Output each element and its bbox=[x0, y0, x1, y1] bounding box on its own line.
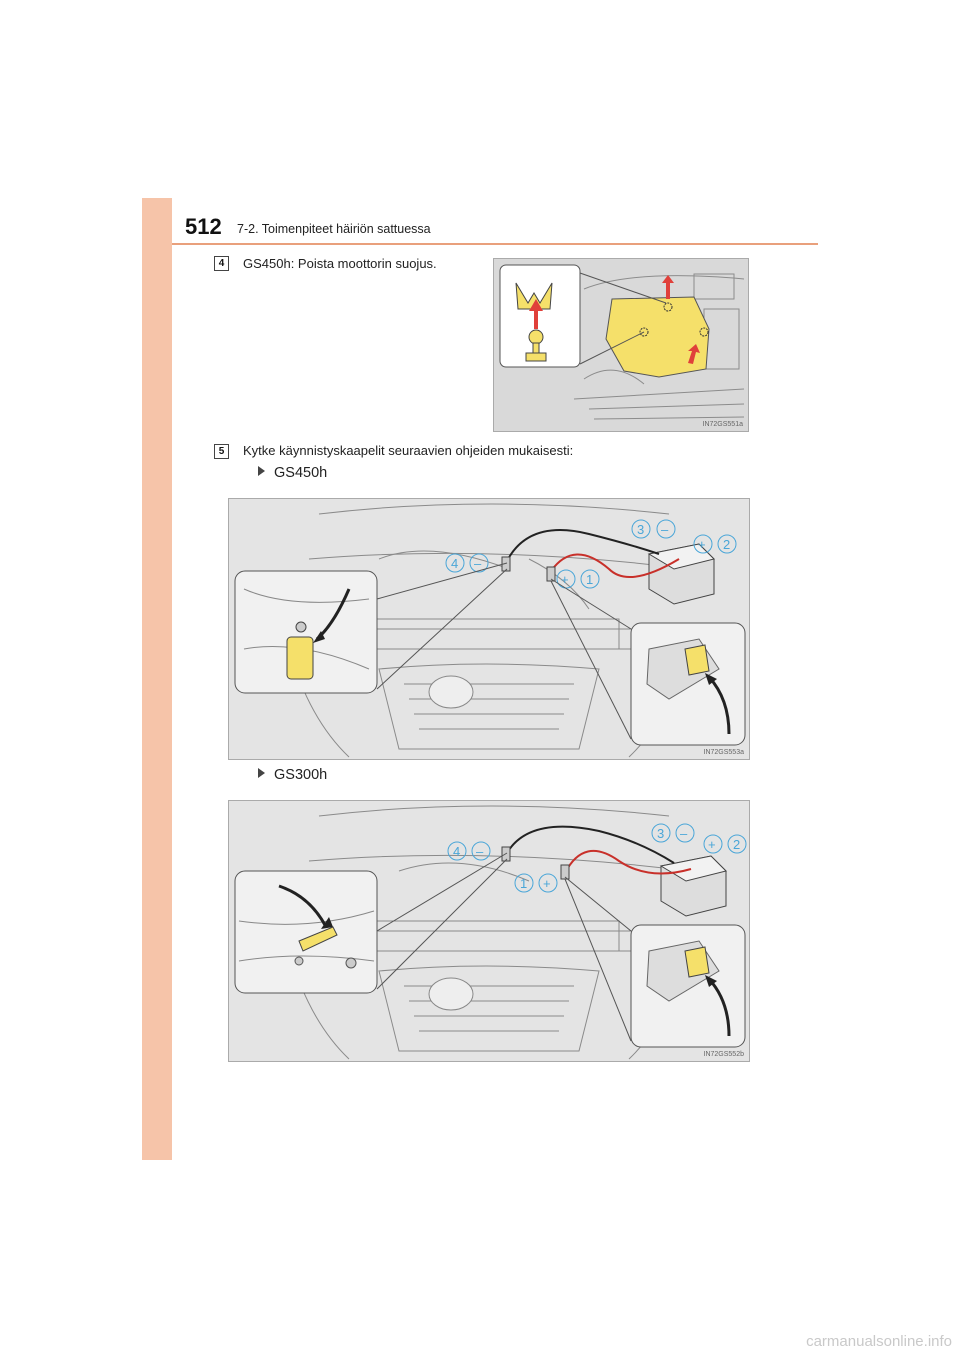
svg-text:–: – bbox=[474, 556, 482, 571]
engine-cover-figure: IN72GS551a bbox=[493, 258, 749, 432]
watermark-link[interactable]: carmanualsonline.info bbox=[806, 1333, 952, 1350]
step-4-badge: 4 bbox=[214, 256, 229, 271]
callout-2: 2 bbox=[733, 837, 740, 852]
figure-code: IN72GS551a bbox=[702, 421, 743, 428]
header-rule bbox=[172, 243, 818, 245]
side-accent-band bbox=[142, 198, 172, 1160]
svg-text:+: + bbox=[698, 537, 706, 552]
svg-text:+: + bbox=[708, 837, 716, 852]
svg-text:+: + bbox=[561, 572, 569, 587]
figure-code: IN72GS553a bbox=[703, 749, 744, 756]
variant-gs300h-label: GS300h bbox=[258, 767, 327, 783]
callout-1: 1 bbox=[520, 876, 527, 891]
svg-text:–: – bbox=[661, 522, 669, 537]
svg-text:–: – bbox=[680, 826, 688, 841]
callout-3: 3 bbox=[657, 826, 664, 841]
step-5-badge: 5 bbox=[214, 444, 229, 459]
step-5-text: Kytke käynnistyskaapelit seuraavien ohje… bbox=[243, 443, 574, 458]
triangle-bullet-icon bbox=[258, 768, 265, 778]
callout-3: 3 bbox=[637, 522, 644, 537]
callout-4: 4 bbox=[453, 844, 460, 859]
section-title: 7-2. Toimenpiteet häiriön sattuessa bbox=[237, 222, 431, 236]
page-number: 512 bbox=[185, 214, 222, 239]
callout-2: 2 bbox=[723, 537, 730, 552]
callout-4: 4 bbox=[451, 556, 458, 571]
gs300h-jumper-figure: 3 – + 2 4 – 1 + IN72GS552b bbox=[228, 800, 750, 1062]
svg-text:–: – bbox=[476, 844, 484, 859]
svg-text:+: + bbox=[543, 876, 551, 891]
callout-1: 1 bbox=[586, 572, 593, 587]
variant-gs450h-label: GS450h bbox=[258, 465, 327, 481]
triangle-bullet-icon bbox=[258, 466, 265, 476]
gs450h-jumper-figure: 3 – + 2 4 – + 1 IN72GS553a bbox=[228, 498, 750, 760]
step-4-text: GS450h: Poista moottorin suojus. bbox=[243, 256, 437, 271]
figure-code: IN72GS552b bbox=[703, 1051, 744, 1058]
